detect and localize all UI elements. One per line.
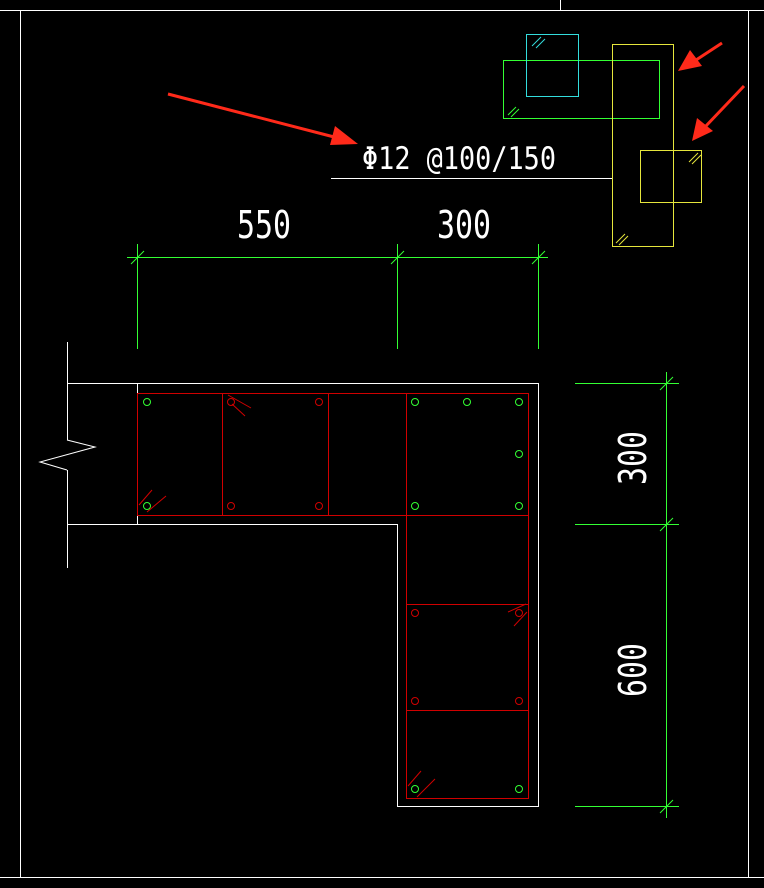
legend-cyan-stirrup: [526, 34, 579, 97]
bar-red: [227, 502, 235, 510]
bar-green: [411, 398, 419, 406]
bar-red: [315, 398, 323, 406]
bar-red: [411, 609, 419, 617]
dimension-text-300-horizontal: 300: [437, 203, 491, 247]
legend-hooks: [507, 36, 702, 246]
red-arrow-icon: [678, 41, 723, 71]
bar-red: [227, 398, 235, 406]
bar-green: [515, 785, 523, 793]
dimension-text-300-vertical: 300: [611, 431, 655, 485]
legend-green-stirrup: [503, 60, 660, 119]
bar-green: [515, 450, 523, 458]
longitudinal-bars: [143, 398, 523, 793]
red-arrow-icon: [167, 92, 358, 145]
bar-red: [315, 502, 323, 510]
legend-yellow-stirrup-small: [640, 150, 702, 203]
bar-red: [411, 697, 419, 705]
l-column-outline: [137, 383, 539, 807]
top-dimension-chain: [127, 244, 548, 349]
bar-red: [515, 609, 523, 617]
rebar-spec-label: Φ12 @100/150: [362, 141, 556, 177]
dimension-text-550: 550: [237, 203, 291, 247]
red-arrow-icon: [692, 84, 746, 141]
bar-red: [515, 697, 523, 705]
zigzag-break-icon: [38, 439, 97, 471]
tie-detail-legend: [503, 34, 702, 247]
legend-yellow-stirrup-large: [612, 44, 674, 247]
adjacent-wall: [67, 342, 138, 568]
bar-green: [411, 502, 419, 510]
stirrup-flange-outer: [137, 393, 529, 516]
stirrups: [137, 393, 529, 799]
bar-green: [143, 502, 151, 510]
right-dimension-chain: [575, 372, 679, 818]
bar-green: [463, 398, 471, 406]
bar-green: [143, 398, 151, 406]
bar-green: [411, 785, 419, 793]
stirrup-web-outer: [406, 393, 529, 799]
bar-green: [515, 398, 523, 406]
dimension-text-600: 600: [611, 643, 655, 697]
bar-green: [515, 502, 523, 510]
